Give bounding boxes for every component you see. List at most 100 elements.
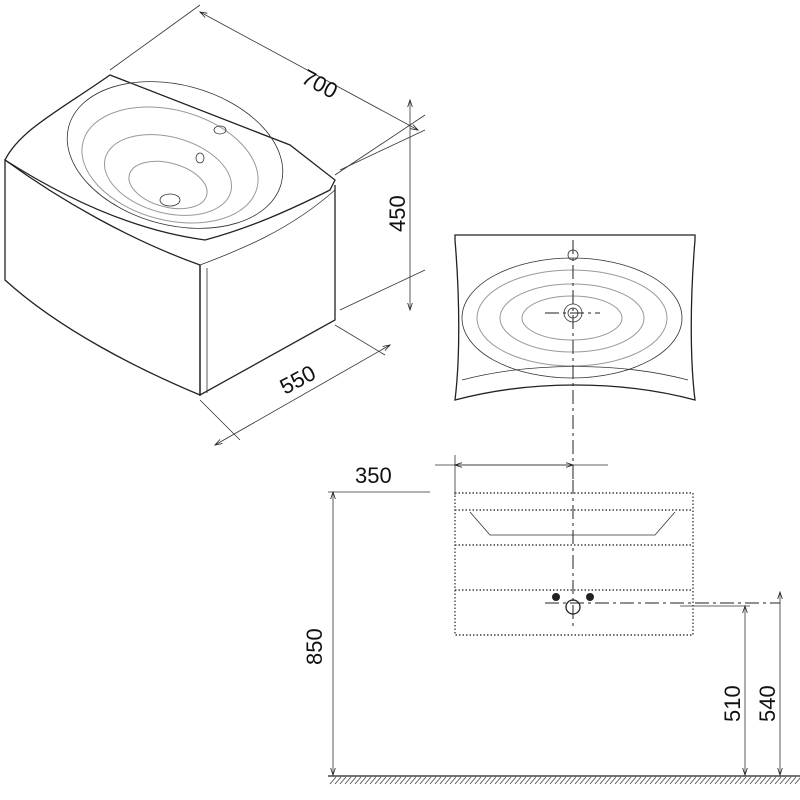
floor-hatch-mark xyxy=(649,776,657,785)
floor-hatch-mark xyxy=(399,776,407,785)
floor-hatch-mark xyxy=(749,776,757,785)
floor-hatch-mark xyxy=(659,776,667,785)
dimension-450: 450 xyxy=(339,100,426,310)
floor-hatch-mark xyxy=(444,776,452,785)
floor-hatch-mark xyxy=(474,776,482,785)
floor-hatch-mark xyxy=(784,776,792,785)
floor-hatch-mark xyxy=(674,776,682,785)
floor-hatch-mark xyxy=(679,776,687,785)
floor-hatch-mark xyxy=(739,776,747,785)
floor-hatch-mark xyxy=(424,776,432,785)
floor-hatch-mark xyxy=(719,776,727,785)
floor-hatch-mark xyxy=(604,776,612,785)
floor-hatch-mark xyxy=(769,776,777,785)
floor-hatch-mark xyxy=(579,776,587,785)
floor-hatch-mark xyxy=(469,776,477,785)
dim-label-450: 450 xyxy=(385,195,410,232)
floor-hatch-mark xyxy=(629,776,637,785)
floor-hatch-mark xyxy=(689,776,697,785)
floor-hatch-mark xyxy=(499,776,507,785)
dimension-510: 510 xyxy=(680,606,750,775)
floor-hatch-mark xyxy=(354,776,362,785)
floor-hatch-mark xyxy=(514,776,522,785)
dim-label-350: 350 xyxy=(355,463,392,488)
floor-hatch-mark xyxy=(569,776,577,785)
floor-hatch-mark xyxy=(379,776,387,785)
floor-hatch-mark xyxy=(704,776,712,785)
floor-hatch-mark xyxy=(644,776,652,785)
floor-hatch-mark xyxy=(684,776,692,785)
floor-hatch-mark xyxy=(594,776,602,785)
floor-hatch-mark xyxy=(549,776,557,785)
floor-hatch-mark xyxy=(709,776,717,785)
floor-hatch-mark xyxy=(554,776,562,785)
top-view xyxy=(454,234,696,480)
floor-hatch-mark xyxy=(359,776,367,785)
floor-hatch-mark xyxy=(589,776,597,785)
floor-hatch-mark xyxy=(789,776,797,785)
dimension-350: 350 xyxy=(328,455,608,495)
floor-hatch-mark xyxy=(434,776,442,785)
floor-hatch-mark xyxy=(349,776,357,785)
floor-hatch-mark xyxy=(374,776,382,785)
floor-hatch-mark xyxy=(759,776,767,785)
floor-hatch-mark xyxy=(439,776,447,785)
floor-hatch-mark xyxy=(394,776,402,785)
floor-hatch-mark xyxy=(754,776,762,785)
floor-hatch-mark xyxy=(484,776,492,785)
floor-hatch-mark xyxy=(389,776,397,785)
floor-hatch-mark xyxy=(544,776,552,785)
floor-hatch-mark xyxy=(734,776,742,785)
floor-hatch-mark xyxy=(404,776,412,785)
dim-label-850: 850 xyxy=(302,628,327,665)
floor-hatch-mark xyxy=(459,776,467,785)
floor-hatch-mark xyxy=(449,776,457,785)
floor-hatch-mark xyxy=(669,776,677,785)
floor-hatch-mark xyxy=(489,776,497,785)
floor-hatch-mark xyxy=(714,776,722,785)
floor-hatch-mark xyxy=(384,776,392,785)
floor-hatch-mark xyxy=(364,776,372,785)
floor-hatch-mark xyxy=(609,776,617,785)
dim-label-540: 540 xyxy=(755,685,780,722)
floor-hatch-mark xyxy=(479,776,487,785)
floor-hatch-mark xyxy=(724,776,732,785)
floor-hatch-mark xyxy=(744,776,752,785)
floor-hatch-mark xyxy=(409,776,417,785)
floor-hatch-mark xyxy=(564,776,572,785)
floor-hatch-mark xyxy=(329,776,337,785)
front-view xyxy=(454,480,780,636)
floor-hatch-mark xyxy=(334,776,342,785)
floor-hatch-mark xyxy=(419,776,427,785)
floor-hatch-mark xyxy=(519,776,527,785)
floor-hatch-mark xyxy=(524,776,532,785)
floor-hatch-mark xyxy=(694,776,702,785)
floor-hatch-mark xyxy=(619,776,627,785)
dim-label-550: 550 xyxy=(276,360,320,399)
floor-hatch-mark xyxy=(539,776,547,785)
floor-hatch-mark xyxy=(559,776,567,785)
dimension-700: 700 xyxy=(109,4,426,176)
floor-hatch-mark xyxy=(634,776,642,785)
drain-icon xyxy=(565,599,581,615)
floor-hatch-mark xyxy=(429,776,437,785)
dimension-550: 550 xyxy=(199,324,390,445)
floor-hatch-mark xyxy=(794,777,800,785)
floor-hatch-mark xyxy=(774,776,782,785)
dim-label-510: 510 xyxy=(720,685,745,722)
floor-hatch-mark xyxy=(534,776,542,785)
floor-hatch-mark xyxy=(344,776,352,785)
floor-hatch-mark xyxy=(574,776,582,785)
floor-hatch-mark xyxy=(599,776,607,785)
floor-hatch-mark xyxy=(414,776,422,785)
floor-hatch-mark xyxy=(664,776,672,785)
floor-hatch-mark xyxy=(764,776,772,785)
floor-hatch-mark xyxy=(699,776,707,785)
floor-hatch-mark xyxy=(624,776,632,785)
floor-hatch-mark xyxy=(494,776,502,785)
floor-hatch-mark xyxy=(639,776,647,785)
floor-hatch-mark xyxy=(504,776,512,785)
isometric-view xyxy=(4,74,336,397)
